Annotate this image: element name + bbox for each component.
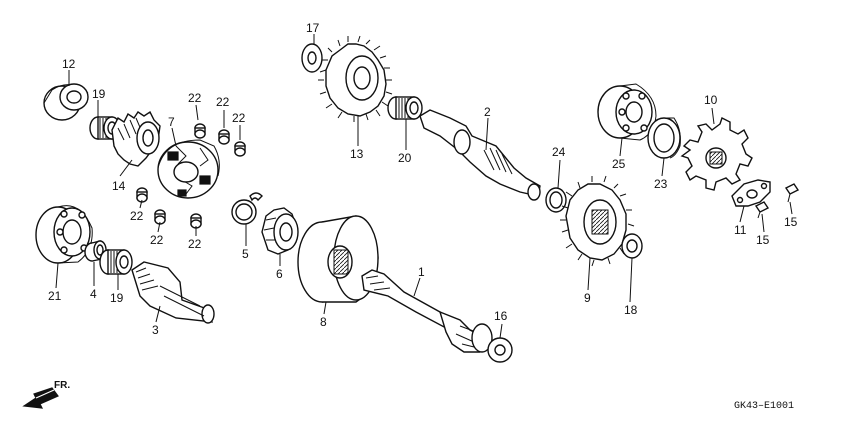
part-15-bolt-a — [754, 201, 770, 219]
part-3-splined-shaft — [131, 261, 215, 324]
callout-15b: 15 — [784, 215, 798, 229]
front-arrow: FR. — [22, 380, 70, 409]
callout-5: 5 — [242, 247, 249, 261]
part-17-washer — [301, 43, 323, 73]
callout-20: 20 — [398, 151, 412, 165]
callout-9: 9 — [584, 291, 591, 305]
part-10-sprocket — [680, 117, 753, 191]
callouts: 1 2 3 4 5 6 7 8 9 10 11 12 13 14 15 15 1… — [48, 21, 798, 337]
callout-8: 8 — [320, 315, 327, 329]
callout-22a: 22 — [188, 91, 202, 105]
callout-2: 2 — [484, 105, 491, 119]
callout-21: 21 — [48, 289, 62, 303]
callout-15a: 15 — [756, 233, 770, 247]
part-13-double-gear — [318, 35, 393, 122]
diagram-code: GK43–E1001 — [734, 401, 794, 412]
part-7-dog-ring — [157, 139, 220, 199]
part-15-bolt-b — [784, 183, 800, 203]
callout-19a: 19 — [92, 87, 106, 101]
part-18-washer — [621, 233, 643, 259]
part-11-fixing-plate — [731, 179, 771, 207]
callout-18: 18 — [624, 303, 638, 317]
callout-24: 24 — [552, 145, 566, 159]
part-1-main-shaft — [361, 269, 493, 353]
callout-6: 6 — [276, 267, 283, 281]
callout-7: 7 — [168, 115, 175, 129]
callout-22d: 22 — [130, 209, 144, 223]
callout-19b: 19 — [110, 291, 124, 305]
part-25-bearing — [597, 83, 657, 141]
callout-22b: 22 — [216, 95, 230, 109]
callout-22f: 22 — [188, 237, 202, 251]
callout-1: 1 — [418, 265, 425, 279]
front-arrow-icon — [22, 387, 59, 409]
callout-4: 4 — [90, 287, 97, 301]
part-14-gear — [111, 110, 161, 167]
callout-17: 17 — [306, 21, 320, 35]
part-19-needle-bearing-bottom — [99, 249, 133, 275]
part-8-drum-gear — [297, 215, 379, 303]
callout-3: 3 — [152, 323, 159, 337]
part-23-oil-seal — [647, 117, 681, 159]
callout-22c: 22 — [232, 111, 246, 125]
leader-lines — [55, 34, 793, 339]
callout-13: 13 — [350, 147, 364, 161]
callout-22e: 22 — [150, 233, 164, 247]
part-24-circlip — [545, 187, 567, 213]
callout-10: 10 — [704, 93, 718, 107]
part-20-needle-bearing — [387, 96, 423, 120]
part-22-rollers — [136, 123, 246, 229]
front-marker-label: FR. — [54, 380, 70, 391]
part-5-circlip — [231, 192, 263, 225]
part-6-splined-collar — [261, 207, 299, 255]
callout-14: 14 — [112, 179, 126, 193]
part-16-washer — [487, 337, 513, 363]
callout-12: 12 — [62, 57, 76, 71]
callout-25: 25 — [612, 157, 626, 171]
callout-11: 11 — [734, 223, 747, 237]
callout-23: 23 — [654, 177, 668, 191]
part-21-bearing — [35, 205, 93, 264]
part-9-gear — [560, 175, 635, 267]
part-2-countershaft — [419, 109, 541, 201]
callout-16: 16 — [494, 309, 508, 323]
part-12-bearing — [43, 83, 89, 121]
